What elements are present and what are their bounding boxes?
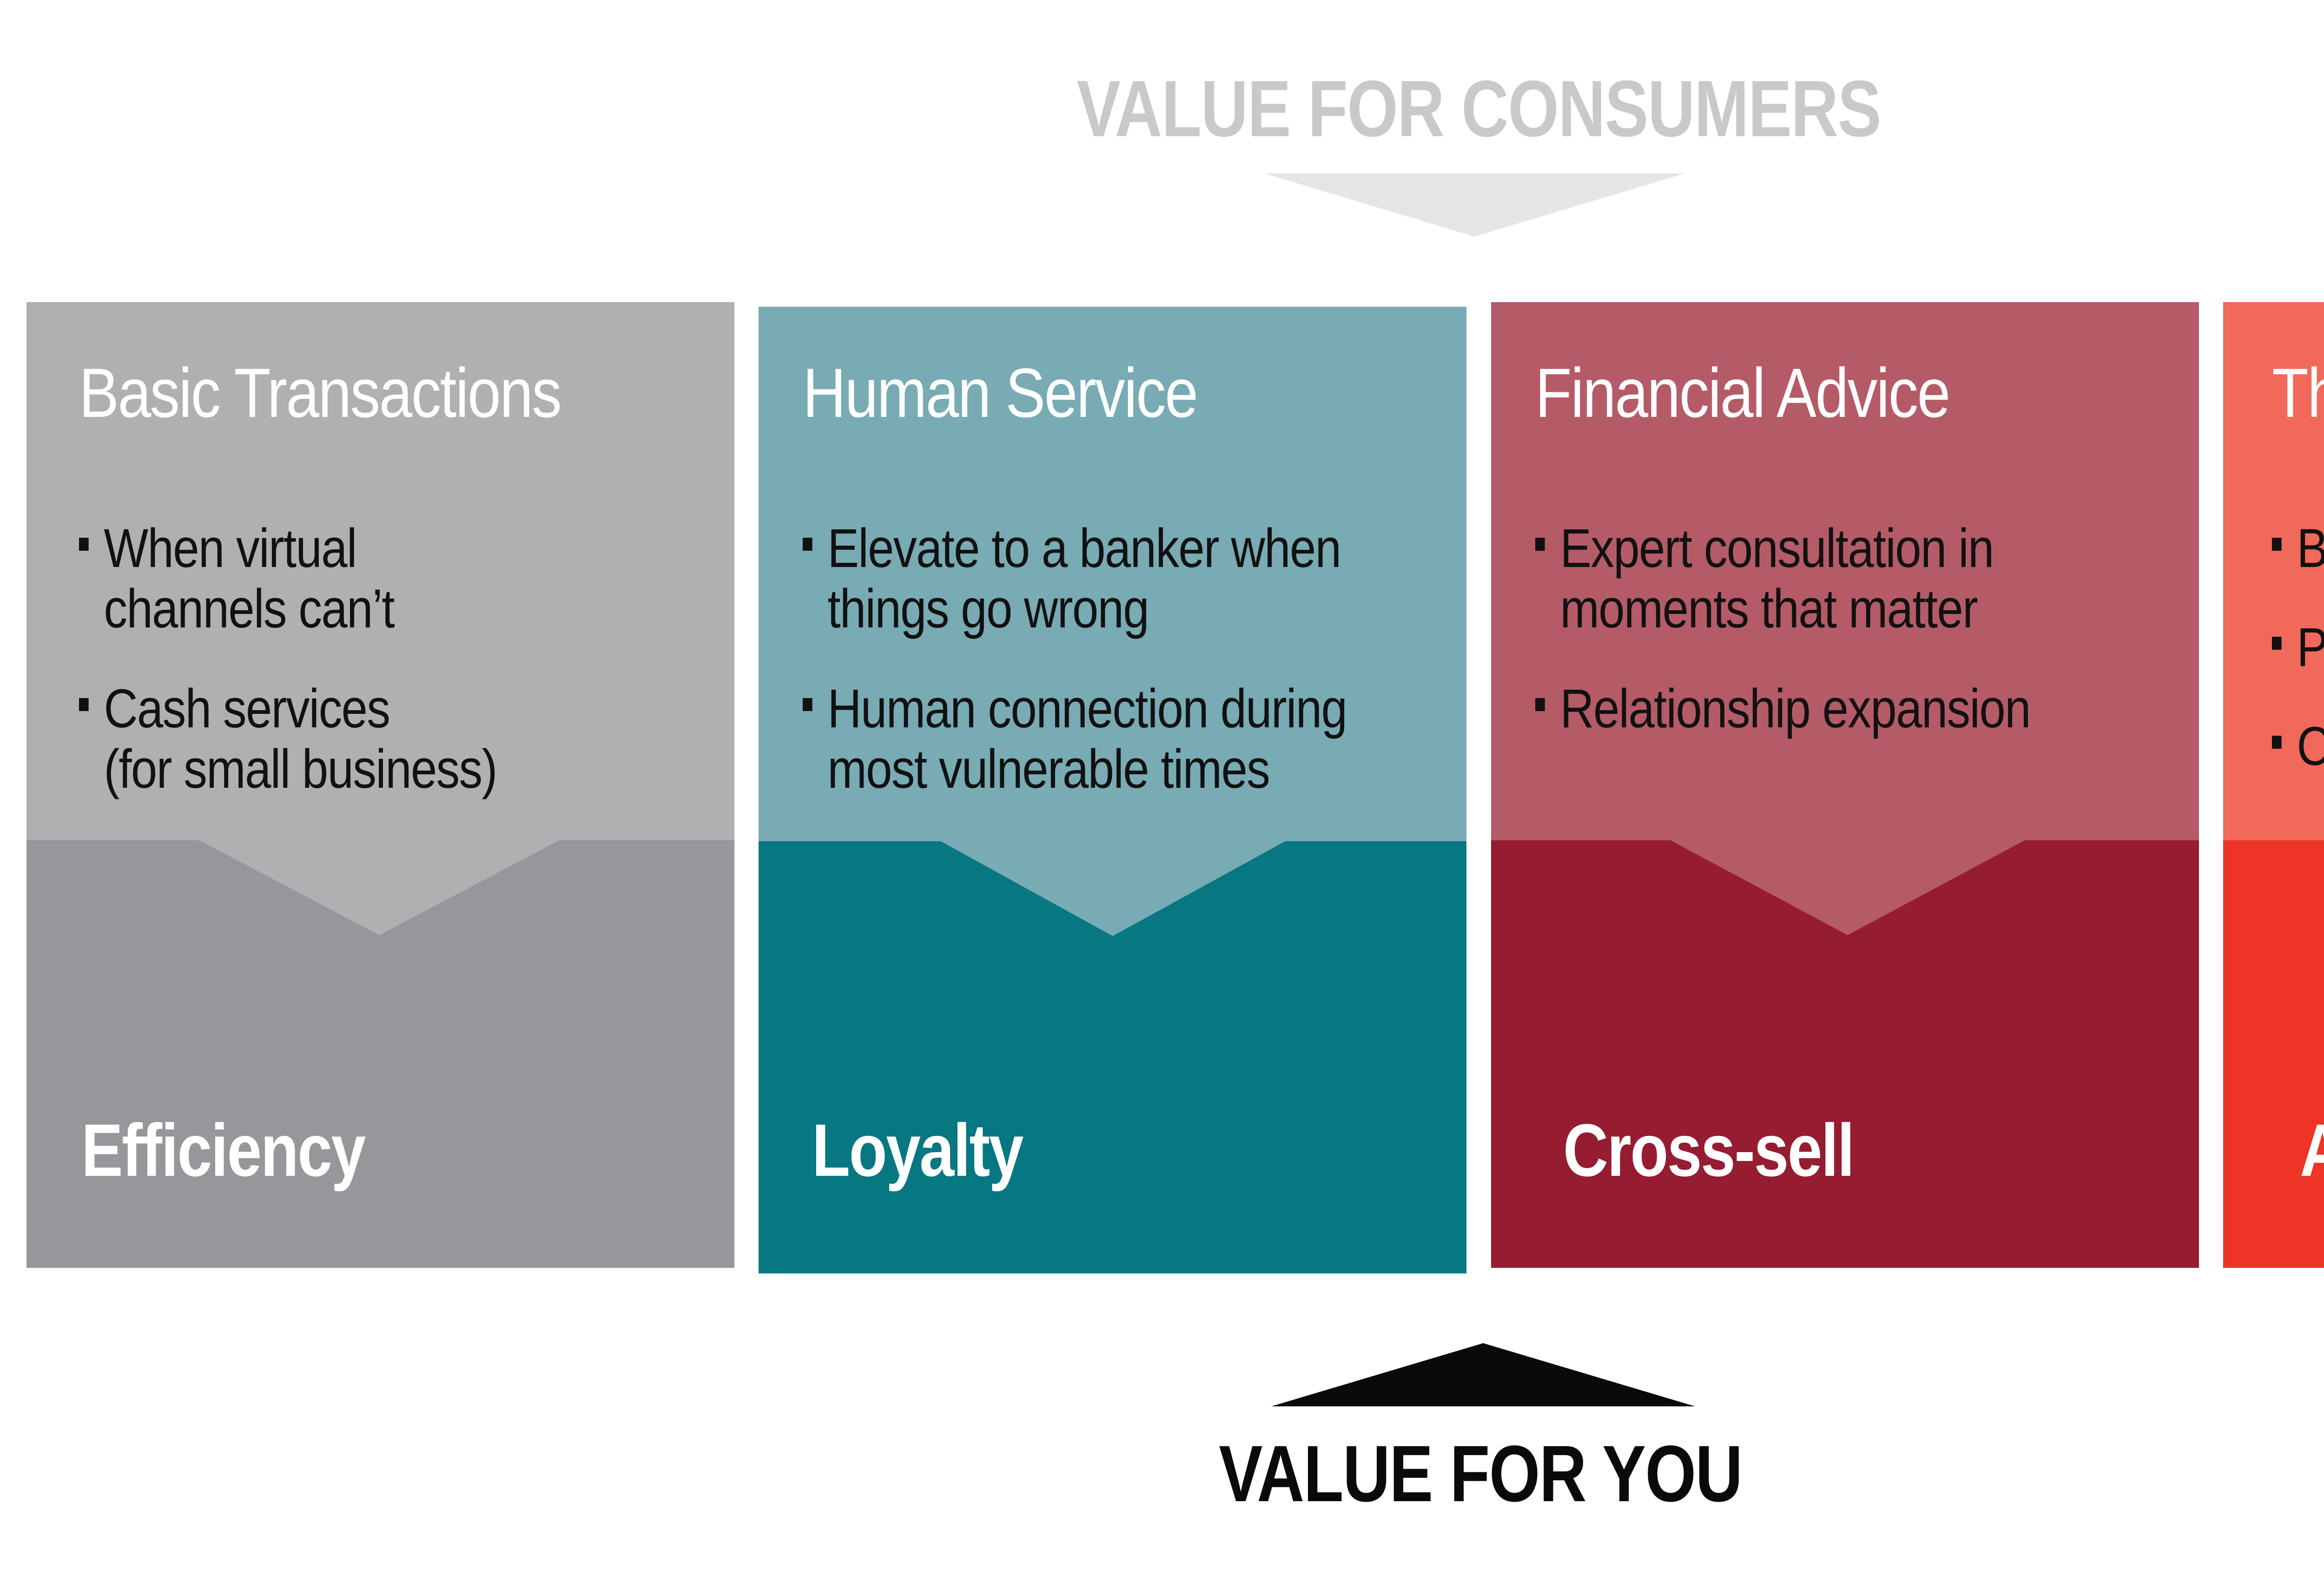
value-for-consumers-title: VALUE FOR CONSUMERS	[1076, 64, 1882, 153]
panel-upper	[1491, 302, 2199, 840]
up-arrow-icon	[1271, 1343, 1695, 1406]
square-bullet-icon	[1535, 538, 1545, 551]
panel-the-front-door: The Front Door Brand beacon Perceived co…	[2223, 302, 2324, 1268]
bullet-list: When virtual channels can’t Cash service…	[79, 518, 679, 839]
down-arrow-icon	[1264, 173, 1685, 237]
panel-human-service: Human Service Elevate to a banker when t…	[759, 307, 1466, 1273]
bullet-item: Elevate to a banker when things go wrong	[803, 518, 1402, 639]
panel-upper	[759, 307, 1466, 841]
square-bullet-icon	[2272, 637, 2282, 650]
chevron-down-icon	[940, 841, 1286, 936]
panel-financial-advice: Financial Advice Expert consultation in …	[1491, 302, 2199, 1268]
bullet-list: Expert consultation in moments that matt…	[1535, 518, 2135, 778]
square-bullet-icon	[2272, 736, 2282, 749]
chevron-down-icon	[2223, 840, 2324, 935]
bullet-list: Elevate to a banker when things go wrong…	[803, 518, 1402, 839]
panel-lower	[2223, 840, 2324, 1268]
panel-value-label: Efficiency	[81, 1108, 366, 1192]
square-bullet-icon	[1535, 698, 1545, 711]
value-for-you-title: VALUE FOR YOU	[1219, 1429, 1743, 1518]
bullet-item: Expert consultation in moments that matt…	[1535, 518, 2135, 639]
square-bullet-icon	[803, 538, 812, 551]
chevron-down-icon	[198, 840, 560, 935]
bullet-item: Brand beacon	[2272, 518, 2324, 579]
square-bullet-icon	[79, 538, 89, 551]
square-bullet-icon	[803, 698, 812, 711]
bullet-item: Cash services (for small business)	[79, 679, 679, 799]
panel-value-label: Acquisition	[2300, 1113, 2324, 1187]
bullet-item: Human connection during most vulnerable …	[803, 679, 1402, 799]
panel-heading: The Front Door	[2272, 354, 2324, 432]
panel-heading: Financial Advice	[1535, 354, 1950, 432]
square-bullet-icon	[79, 698, 89, 711]
square-bullet-icon	[2272, 538, 2282, 551]
panel-heading: Basic Transactions	[79, 354, 562, 432]
bullet-item: Community connection	[2272, 716, 2324, 777]
bullet-item: When virtual channels can’t	[79, 518, 679, 639]
chevron-down-icon	[1670, 840, 2026, 935]
panel-upper	[26, 302, 734, 840]
panel-value-label: Cross-sell	[1563, 1108, 1855, 1192]
panel-value-label: Loyalty	[812, 1108, 1023, 1192]
panel-basic-transactions: Basic Transactions When virtual channels…	[26, 302, 734, 1268]
panel-upper	[2223, 302, 2324, 840]
bullet-item: Perceived convenience	[2272, 617, 2324, 678]
bullet-item: Relationship expansion	[1535, 679, 2135, 739]
bullet-list: Brand beacon Perceived convenience Commu…	[2272, 518, 2324, 816]
panel-heading: Human Service	[803, 354, 1198, 432]
